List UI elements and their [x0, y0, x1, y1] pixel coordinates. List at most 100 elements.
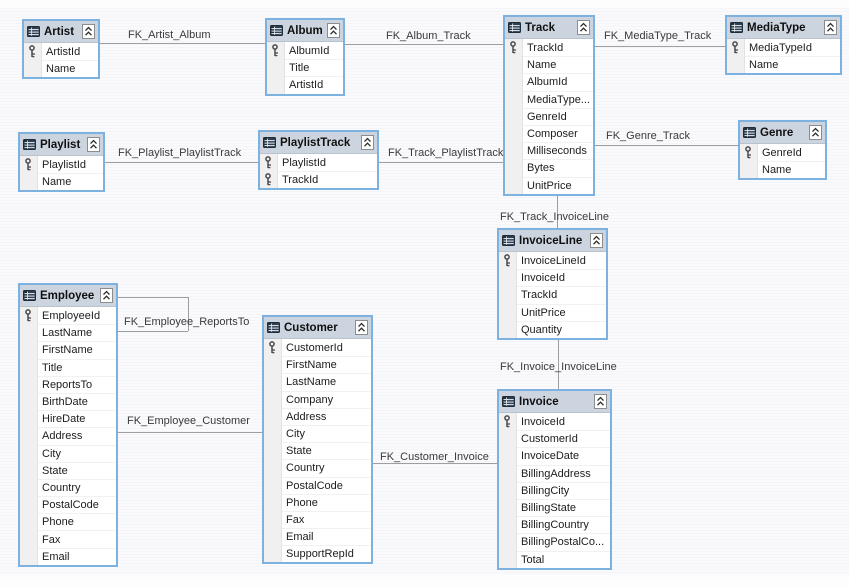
relationship-label[interactable]: FK_Invoice_InvoiceLine: [500, 361, 617, 373]
column-row[interactable]: TrackId: [499, 286, 606, 304]
column-row[interactable]: AlbumId: [505, 73, 593, 91]
collapse-table-button[interactable]: [824, 20, 837, 35]
column-row[interactable]: Composer: [505, 124, 593, 143]
column-row[interactable]: Email: [20, 547, 116, 565]
table-header[interactable]: MediaType: [727, 17, 840, 39]
table-header[interactable]: Genre: [740, 122, 825, 144]
relationship-line-FK_Invoice_InvoiceLine[interactable]: [558, 338, 559, 389]
column-row[interactable]: MediaTypeId: [727, 39, 840, 57]
column-row[interactable]: Total: [499, 550, 610, 568]
column-row[interactable]: Name: [24, 60, 98, 78]
relationship-line-FK_Customer_Invoice[interactable]: [373, 463, 497, 464]
table-header[interactable]: InvoiceLine: [499, 230, 606, 252]
table-header[interactable]: Employee: [20, 285, 116, 307]
column-row[interactable]: Quantity: [499, 320, 606, 338]
column-row[interactable]: Bytes: [505, 159, 593, 177]
column-row[interactable]: SupportRepId: [264, 545, 371, 563]
relationship-label[interactable]: FK_Track_PlaylistTrack: [388, 147, 504, 159]
column-row[interactable]: HireDate: [20, 410, 116, 428]
relationship-label[interactable]: FK_Customer_Invoice: [380, 451, 489, 463]
relationship-label[interactable]: FK_Playlist_PlaylistTrack: [118, 147, 242, 159]
table-header[interactable]: Invoice: [499, 391, 610, 413]
relationship-label[interactable]: FK_MediaType_Track: [604, 30, 712, 42]
column-row[interactable]: Fax: [20, 530, 116, 548]
collapse-table-button[interactable]: [327, 23, 340, 38]
column-row[interactable]: Name: [740, 161, 825, 179]
collapse-table-button[interactable]: [361, 135, 374, 150]
table-header[interactable]: Album: [267, 20, 343, 42]
column-row[interactable]: ReportsTo: [20, 375, 116, 393]
relationship-label[interactable]: FK_Genre_Track: [606, 130, 690, 142]
relationship-line-FK_MediaType_Track[interactable]: [595, 46, 725, 47]
table-header[interactable]: PlaylistTrack: [260, 132, 377, 154]
column-row[interactable]: Fax: [264, 510, 371, 529]
collapse-table-button[interactable]: [590, 233, 603, 248]
collapse-table-button[interactable]: [100, 288, 113, 303]
relationship-line-FK_Artist_Album[interactable]: [100, 43, 265, 44]
diagram-canvas[interactable]: [0, 8, 849, 575]
column-row[interactable]: LastName: [20, 324, 116, 342]
column-row[interactable]: Address: [20, 427, 116, 445]
column-row[interactable]: InvoiceId: [499, 413, 610, 431]
relationship-label[interactable]: FK_Employee_Customer: [127, 415, 250, 427]
relationship-label[interactable]: FK_Track_InvoiceLine: [500, 211, 610, 223]
collapse-table-button[interactable]: [809, 125, 822, 140]
column-row[interactable]: State: [264, 442, 371, 460]
column-row[interactable]: CustomerId: [499, 430, 610, 448]
column-row[interactable]: PostalCode: [20, 496, 116, 514]
relationship-label[interactable]: FK_Album_Track: [386, 30, 471, 42]
column-row[interactable]: BillingState: [499, 498, 610, 517]
relationship-line-FK_Employee_Customer[interactable]: [118, 432, 262, 433]
column-row[interactable]: PlaylistId: [260, 154, 377, 172]
relationship-label[interactable]: FK_Employee_ReportsTo: [124, 316, 250, 328]
column-row[interactable]: BillingAddress: [499, 464, 610, 482]
column-row[interactable]: Email: [264, 528, 371, 546]
column-row[interactable]: InvoiceDate: [499, 447, 610, 465]
collapse-table-button[interactable]: [594, 394, 607, 409]
table-header[interactable]: Customer: [264, 317, 371, 339]
table-header[interactable]: Track: [505, 17, 593, 39]
column-row[interactable]: BirthDate: [20, 392, 116, 411]
column-row[interactable]: GenreId: [740, 144, 825, 162]
collapse-table-button[interactable]: [87, 137, 100, 152]
relationship-line-FK_Track_InvoiceLine[interactable]: [557, 194, 558, 228]
column-row[interactable]: Country: [264, 459, 371, 477]
column-row[interactable]: AlbumId: [267, 42, 343, 60]
relationship-line-FK_Employee_ReportsTo[interactable]: [118, 297, 188, 298]
table-header[interactable]: Playlist: [20, 134, 103, 156]
column-row[interactable]: PostalCode: [264, 476, 371, 494]
column-row[interactable]: Company: [264, 390, 371, 408]
column-row[interactable]: FirstName: [20, 341, 116, 359]
column-row[interactable]: Title: [267, 59, 343, 77]
column-row[interactable]: City: [20, 444, 116, 462]
column-row[interactable]: ArtistId: [24, 43, 98, 61]
column-row[interactable]: BillingPostalCo...: [499, 533, 610, 551]
table-header[interactable]: Artist: [24, 21, 98, 43]
column-row[interactable]: BillingCountry: [499, 516, 610, 534]
relationship-line-FK_Employee_ReportsTo[interactable]: [118, 331, 188, 332]
column-row[interactable]: PlaylistId: [20, 156, 103, 174]
relationship-line-FK_Track_PlaylistTrack[interactable]: [379, 162, 503, 163]
column-row[interactable]: UnitPrice: [505, 176, 593, 194]
column-row[interactable]: Name: [727, 56, 840, 74]
column-row[interactable]: MediaType...: [505, 90, 593, 108]
collapse-table-button[interactable]: [82, 24, 95, 39]
relationship-line-FK_Playlist_PlaylistTrack[interactable]: [105, 162, 258, 163]
column-row[interactable]: TrackId: [505, 39, 593, 57]
column-row[interactable]: Phone: [264, 493, 371, 511]
column-row[interactable]: InvoiceLineId: [499, 252, 606, 270]
column-row[interactable]: UnitPrice: [499, 303, 606, 321]
column-row[interactable]: City: [264, 424, 371, 443]
column-row[interactable]: CustomerId: [264, 339, 371, 357]
column-row[interactable]: Name: [505, 56, 593, 74]
collapse-table-button[interactable]: [577, 20, 590, 35]
